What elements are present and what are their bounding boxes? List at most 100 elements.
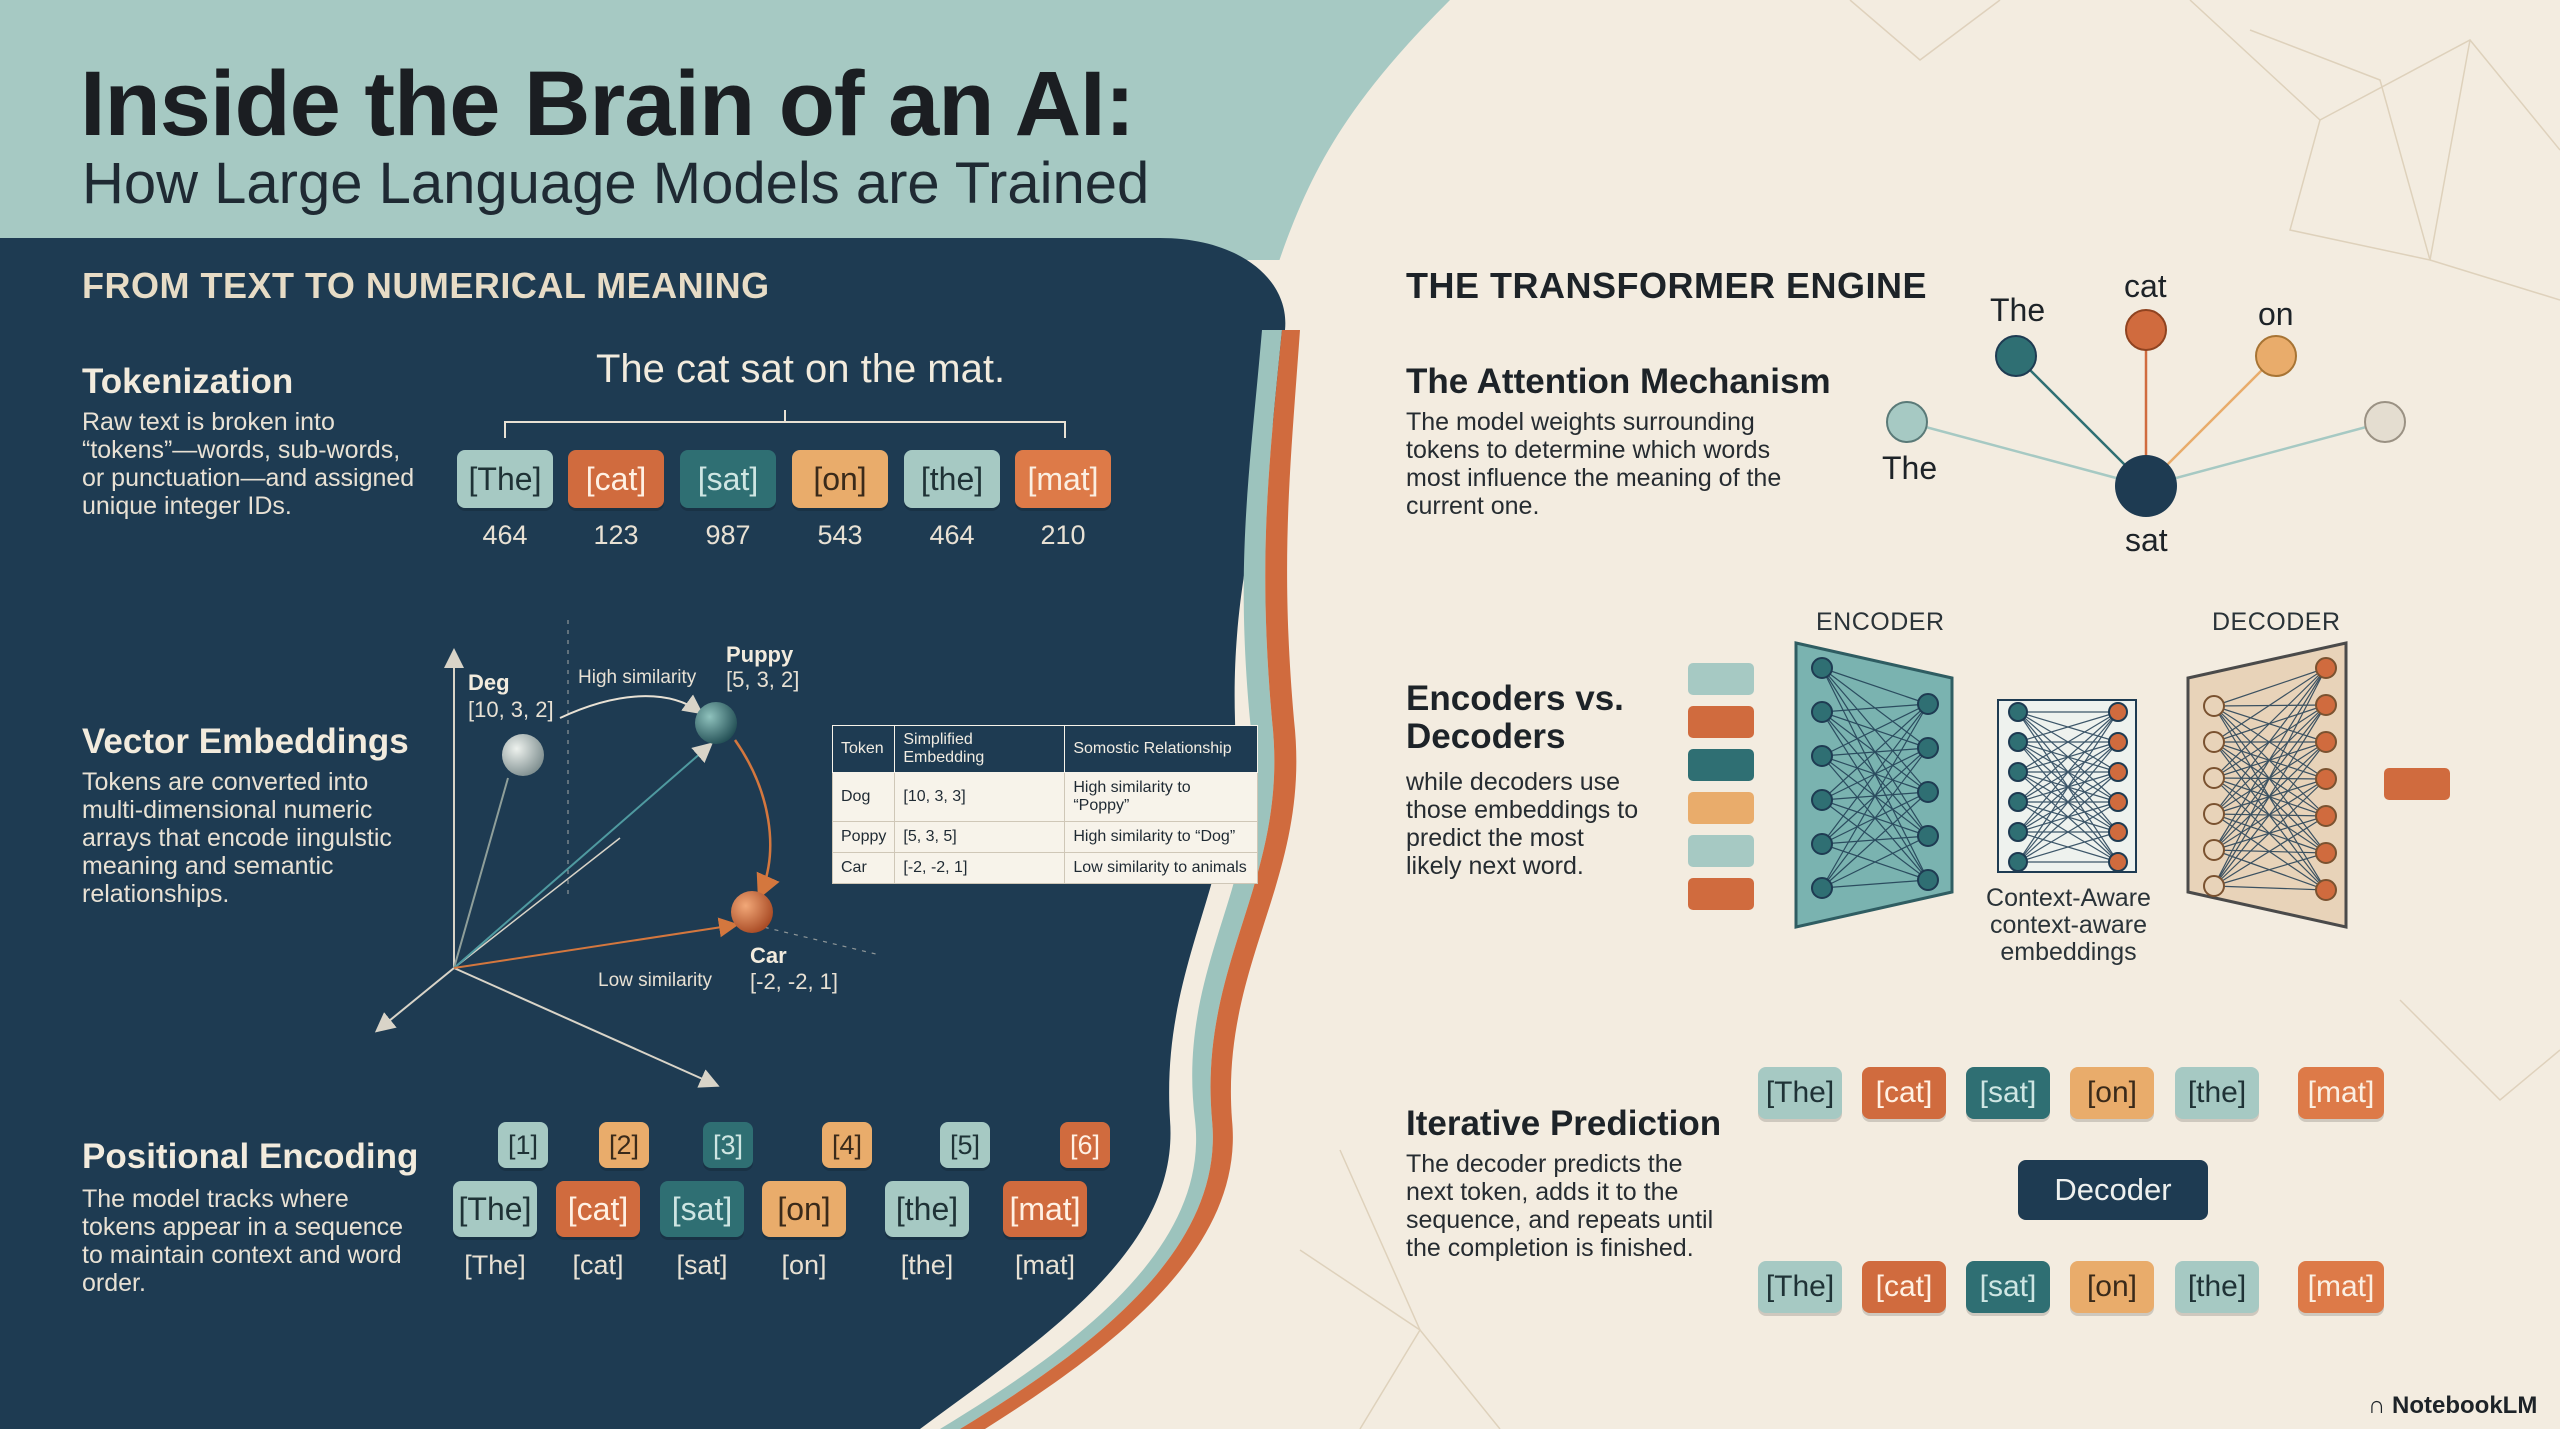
positional-token: [on] <box>762 1181 846 1237</box>
iterative-title: Iterative Prediction <box>1406 1104 1722 1143</box>
token-id: 123 <box>593 520 639 550</box>
token-id: 464 <box>482 520 528 550</box>
network-node <box>2315 805 2337 827</box>
encoder-label: ENCODER <box>1816 608 1945 636</box>
positional-token: [sat] <box>660 1181 744 1237</box>
dog-sphere <box>502 734 544 776</box>
section-heading-right: THE TRANSFORMER ENGINE <box>1406 265 1928 306</box>
network-node <box>1811 701 1833 723</box>
network-node <box>2108 852 2128 872</box>
cream-panel <box>960 0 2560 1429</box>
positional-label: [the] <box>900 1250 954 1280</box>
dog-label: Deg <box>468 670 510 695</box>
network-node <box>1811 833 1833 855</box>
pred-token-bottom: [mat] <box>2298 1261 2384 1313</box>
attn-word-the-top: The <box>1990 292 2046 328</box>
pred-token-bottom: [on] <box>2070 1261 2154 1313</box>
network-node <box>1917 869 1939 891</box>
network-node <box>2008 792 2028 812</box>
table-cell: Poppy <box>831 821 896 853</box>
network-node <box>1811 657 1833 679</box>
table-cell: High similarity to “Dog” <box>1064 821 1258 853</box>
token-mat: [mat] <box>1015 450 1111 508</box>
table-row: Dog [10, 3, 3] High similarity to “Poppy… <box>831 772 1258 822</box>
logo-icon: ∩ <box>2368 1392 2392 1419</box>
network-node <box>1811 745 1833 767</box>
network-node <box>1917 825 1939 847</box>
network-node <box>2315 694 2337 716</box>
car-sphere <box>731 891 773 933</box>
network-node <box>2108 732 2128 752</box>
network-node <box>2203 875 2225 897</box>
embeddings-body: Tokens are converted into multi-dimensio… <box>82 768 392 908</box>
embeddings-title: Vector Embeddings <box>82 722 409 761</box>
dog-vector: [10, 3, 2] <box>468 697 554 722</box>
embedding-table: Token Simplified Embedding Somostic Rela… <box>831 725 1258 884</box>
table-cell: [-2, -2, 1] <box>894 852 1066 884</box>
page-title: Inside the Brain of an AI: <box>80 53 1135 155</box>
network-node <box>1917 693 1939 715</box>
iterative-body: The decoder predicts the next token, add… <box>1406 1150 1714 1262</box>
brand-text: NotebookLM <box>2392 1392 2538 1419</box>
encdec-body: while decoders use those embeddings to p… <box>1406 768 1639 880</box>
pred-token-top: [on] <box>2070 1067 2154 1119</box>
positional-token: [cat] <box>556 1181 640 1237</box>
network-node <box>2008 852 2028 872</box>
network-node <box>2315 842 2337 864</box>
table-cell: [5, 3, 5] <box>894 821 1066 853</box>
table-cell: Dog <box>831 772 896 822</box>
tokenization-sentence: The cat sat on the mat. <box>596 347 1006 391</box>
network-node <box>2008 732 2028 752</box>
network-node <box>2108 792 2128 812</box>
puppy-label: Puppy <box>726 642 794 667</box>
network-node <box>2315 879 2337 901</box>
attention-title: The Attention Mechanism <box>1406 362 1831 401</box>
pred-token-top: [sat] <box>1966 1067 2050 1119</box>
pred-token-top: [the] <box>2175 1067 2259 1119</box>
positional-label: [mat] <box>1014 1250 1075 1280</box>
pred-token-top: [cat] <box>1862 1067 1946 1119</box>
token-on: [on] <box>792 450 888 508</box>
token-id: 987 <box>705 520 751 550</box>
positional-body: The model tracks where tokens appear in … <box>82 1185 404 1297</box>
pred-token-top: [mat] <box>2298 1067 2384 1119</box>
network-node <box>2203 731 2225 753</box>
pred-token-bottom: [sat] <box>1966 1261 2050 1313</box>
header-band <box>0 0 1480 260</box>
attn-word-the: The <box>1882 450 1938 486</box>
positional-token: [the] <box>885 1181 969 1237</box>
position-index: [3] <box>703 1122 753 1168</box>
high-similarity-label: High similarity <box>578 667 697 688</box>
network-node <box>2203 767 2225 789</box>
network-node <box>2108 702 2128 722</box>
attn-node-the <box>1886 401 1928 443</box>
attn-node-sat <box>2115 455 2177 517</box>
network-node <box>1811 789 1833 811</box>
tokenization-title: Tokenization <box>82 362 294 401</box>
token-the: [The] <box>457 450 553 508</box>
network-node <box>2203 839 2225 861</box>
token-id: 210 <box>1040 520 1086 550</box>
low-similarity-label: Low similarity <box>598 970 713 991</box>
positional-token: [mat] <box>1003 1181 1087 1237</box>
network-node <box>2108 762 2128 782</box>
network-node <box>2008 822 2028 842</box>
positional-label: [cat] <box>572 1250 624 1280</box>
table-cell: Low similarity to animals <box>1064 852 1258 884</box>
position-index: [1] <box>498 1122 548 1168</box>
network-node <box>2315 731 2337 753</box>
token-id: 543 <box>817 520 863 550</box>
pred-token-bottom: [the] <box>2175 1261 2259 1313</box>
position-index: [5] <box>940 1122 990 1168</box>
decoder-box: Decoder <box>2018 1160 2208 1220</box>
position-index: [2] <box>599 1122 649 1168</box>
table-row: Car [-2, -2, 1] Low similarity to animal… <box>831 852 1258 884</box>
network-node <box>2203 803 2225 825</box>
attn-word-on: on <box>2258 296 2294 332</box>
network-node <box>2315 768 2337 790</box>
notebooklm-logo: ∩ NotebookLM <box>2368 1392 2537 1420</box>
attn-node-right <box>2364 401 2406 443</box>
attn-word-sat: sat <box>2125 522 2168 558</box>
decoder-label: DECODER <box>2212 608 2341 636</box>
